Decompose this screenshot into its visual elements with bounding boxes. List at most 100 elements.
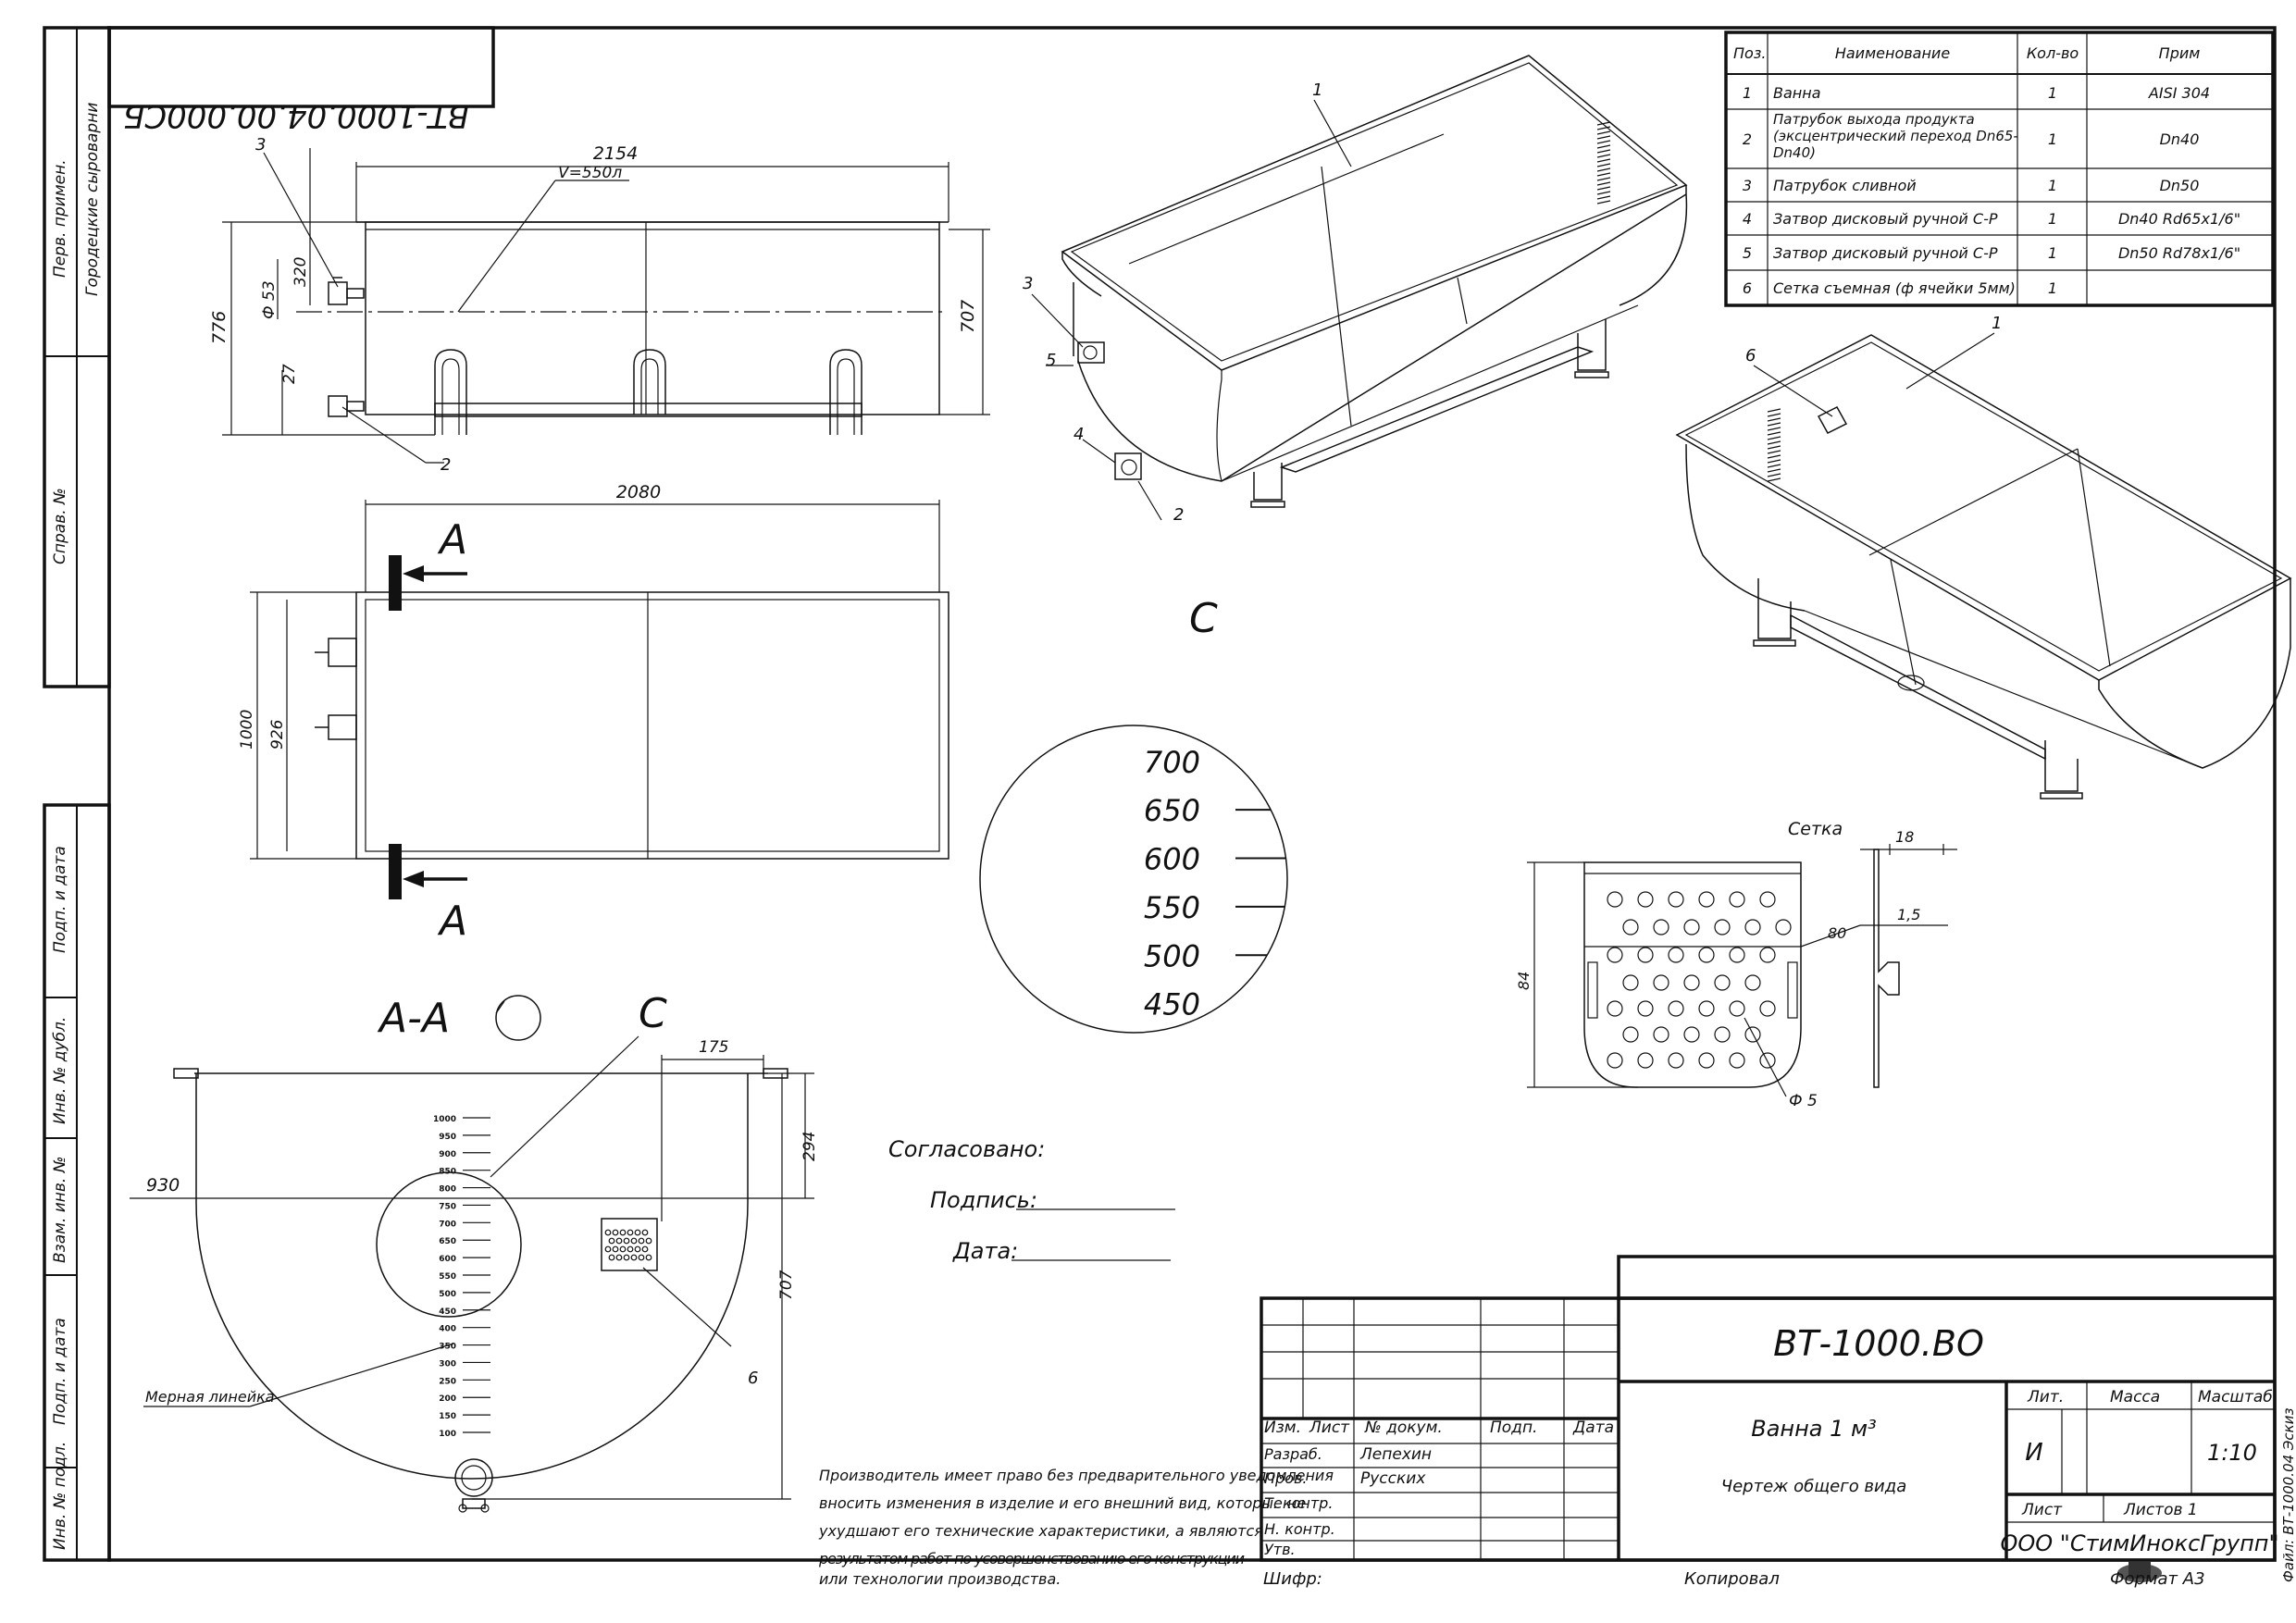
tb-designation: ВТ-1000.ВО [1773, 1323, 1984, 1364]
detail-ruler-label: 500 [1144, 938, 1200, 973]
mesh-hole [1622, 1026, 1639, 1043]
grille-slot [1596, 154, 1611, 158]
detail-ruler-label: 650 [1144, 793, 1200, 828]
dim-2154: 2154 [593, 143, 638, 164]
iso-top-callout-1: 1 [1312, 81, 1322, 100]
grille-slot [1767, 422, 1781, 427]
mesh-hole [1759, 947, 1776, 963]
mesh-hole [641, 1245, 649, 1253]
mesh-hole [1698, 947, 1715, 963]
ruler-mark-label: 750 [439, 1202, 456, 1211]
tb-lit: Лит. [2027, 1388, 2064, 1406]
mesh-hole [638, 1254, 645, 1261]
iso-bottom-callout-6: 6 [1745, 346, 1756, 365]
company-logo [2117, 1562, 2162, 1582]
detail-ruler-label: 800 [1144, 648, 1200, 683]
grille-slot [1596, 158, 1611, 163]
dim-707: 707 [958, 300, 978, 333]
label-perv-primen: Перв. примен. [51, 159, 69, 278]
mesh-hole [1622, 974, 1639, 991]
approval-date: Дата: [952, 1238, 1018, 1264]
mesh-hole [1622, 919, 1639, 935]
mesh-hole [1714, 1026, 1731, 1043]
mesh-hole [1729, 891, 1745, 908]
section-a-bottom: А [437, 898, 467, 945]
drawing-code-box: ВТ-1000.04.00.000СБ [107, 26, 495, 134]
mesh-hole [1668, 891, 1684, 908]
tb-prov-name: Русских [1360, 1469, 1426, 1488]
grille-slot [1767, 445, 1781, 450]
top-view: 2080 1000 926 А А [238, 482, 949, 945]
tb-company: ООО "СтимИноксГрупп" [2000, 1530, 2278, 1556]
tb-col-docum: № докум. [1364, 1419, 1443, 1437]
tb-utv: Утв. [1264, 1541, 1296, 1558]
iso-top-callout-5: 5 [1046, 351, 1056, 370]
mesh-hole [1607, 1052, 1623, 1069]
mesh-dim-80: 80 [1828, 924, 1846, 942]
grille-slot [1596, 195, 1611, 200]
mesh-hole [1729, 947, 1745, 963]
mesh-hole [634, 1229, 641, 1236]
title-block: ВТ-1000.ВО Ванна 1 м³ Чертеж общего вида… [1260, 1255, 2279, 1582]
mesh-hole [1637, 947, 1654, 963]
dim-1000: 1000 [238, 710, 256, 750]
grille-slot [1767, 464, 1781, 468]
grille-slot [1596, 191, 1611, 195]
mesh-hole [1698, 1000, 1715, 1017]
label-sprav-no: Справ. № [51, 488, 69, 564]
spec-row-4-name: Затвор дисковый ручной C-P [1773, 210, 1998, 228]
iso-top-callout-2: 2 [1173, 505, 1184, 525]
mesh-hole [1759, 891, 1776, 908]
mesh-hole [1607, 1000, 1623, 1017]
spec-row-2-qty: 1 [2048, 130, 2057, 148]
grille-slot [1767, 459, 1781, 464]
section-dim-707: 707 [777, 1270, 796, 1300]
mesh-hole [1714, 974, 1731, 991]
mesh-hole [1683, 974, 1700, 991]
approval-agreed: Согласовано: [888, 1136, 1045, 1162]
mesh-hole [612, 1229, 619, 1236]
grille-slot [1767, 417, 1781, 422]
mesh-hole [1744, 919, 1761, 935]
mesh-hole [1653, 919, 1669, 935]
ruler-mark-label: 850 [439, 1168, 456, 1177]
tb-col-izm: Изм. [1264, 1419, 1301, 1437]
section-a-top: А [437, 516, 467, 564]
tb-prov: Пров. [1264, 1469, 1308, 1487]
grille-slot [1596, 167, 1611, 172]
mesh-hole [1729, 1000, 1745, 1017]
measuring-ruler: 1000950900850800750700650600550500450400… [433, 1115, 490, 1439]
ruler-mark-label: 550 [439, 1272, 456, 1282]
mesh-hole [1668, 947, 1684, 963]
iso-top-callout-4: 4 [1074, 425, 1084, 444]
grille-slot [1767, 473, 1781, 477]
ruler-mark-label: 900 [439, 1150, 456, 1159]
tb-razrab: Разраб. [1264, 1445, 1322, 1463]
spec-table: Поз. Наименование Кол-во Прим 1 Ванна 1 … [1724, 31, 2275, 307]
section-callout-6: 6 [748, 1369, 758, 1388]
dim-2080: 2080 [616, 482, 661, 502]
ruler-label: Мерная линейка [145, 1388, 275, 1406]
tb-scale-value: 1:10 [2207, 1440, 2257, 1466]
tb-lit-value: И [2025, 1439, 2042, 1467]
mesh-hole [608, 1254, 615, 1261]
grille-slot [1596, 186, 1611, 191]
grille-slot [1596, 172, 1611, 177]
dim-175: 175 [699, 1038, 728, 1057]
mesh-hole [1637, 1052, 1654, 1069]
mesh-hole [1744, 1026, 1761, 1043]
label-inv-dubl: Инв. № дубл. [51, 1017, 69, 1124]
section-aa: А-А С 1000950900850800750700650600550500… [130, 990, 819, 1513]
tb-masshtab: Масштаб [2198, 1388, 2273, 1406]
spec-row-3-qty: 1 [2048, 177, 2057, 194]
iso-top-callout-3: 3 [1023, 274, 1033, 293]
dim-776: 776 [209, 311, 230, 344]
ruler-mark-label: 800 [439, 1185, 456, 1195]
disclaimer: Производитель имеет право без предварите… [818, 1467, 1334, 1588]
tb-col-podp: Подп. [1490, 1419, 1537, 1437]
front-view: 2154 776 707 320 Ф 53 27 V=550л 3 2 [209, 135, 990, 475]
spec-row-2-note: Dn40 [2160, 130, 2200, 148]
spec-row-2-pos: 2 [1743, 130, 1752, 148]
mesh-hole [645, 1237, 652, 1245]
